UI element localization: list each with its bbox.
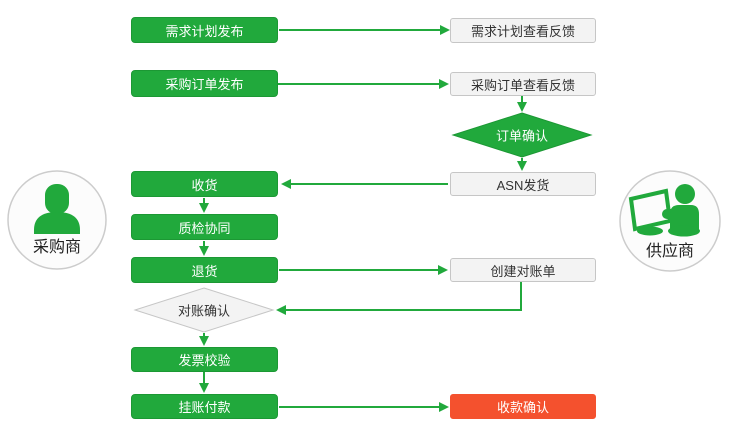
node-po-publish: 采购订单发布 <box>131 70 278 97</box>
node-ledger-payment: 挂账付款 <box>131 394 278 419</box>
supplier-label: 供应商 <box>645 243 695 260</box>
node-order-confirm-label: 订单确认 <box>495 128 549 144</box>
node-demand-plan-feedback: 需求计划查看反馈 <box>450 18 596 43</box>
node-invoice-check: 发票校验 <box>131 347 278 372</box>
node-receipt-confirm: 收款确认 <box>450 394 596 419</box>
node-asn-ship: ASN发货 <box>450 172 596 196</box>
node-po-feedback: 采购订单查看反馈 <box>450 72 596 96</box>
person-with-computer-icon <box>628 184 700 237</box>
node-receive: 收货 <box>131 171 278 197</box>
node-recon-confirm-label: 对账确认 <box>177 303 231 319</box>
buyer-label: 采购商 <box>32 239 82 256</box>
person-icon <box>34 184 80 234</box>
node-return-goods: 退货 <box>131 257 278 283</box>
node-quality-collab: 质检协同 <box>131 214 278 240</box>
flow-connectors <box>199 25 527 412</box>
node-demand-plan-publish: 需求计划发布 <box>131 17 278 43</box>
node-order-confirm-diamond <box>451 112 593 158</box>
node-create-statement: 创建对账单 <box>450 258 596 282</box>
node-recon-confirm-diamond <box>133 287 275 333</box>
